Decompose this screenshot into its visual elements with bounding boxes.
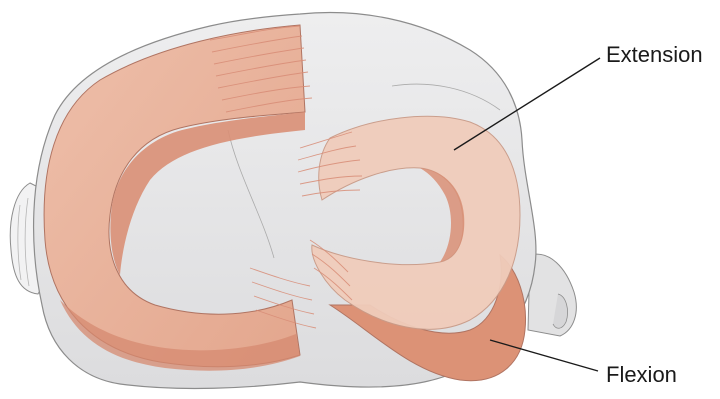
flexion-label: Flexion: [606, 364, 677, 386]
extension-label: Extension: [606, 44, 703, 66]
